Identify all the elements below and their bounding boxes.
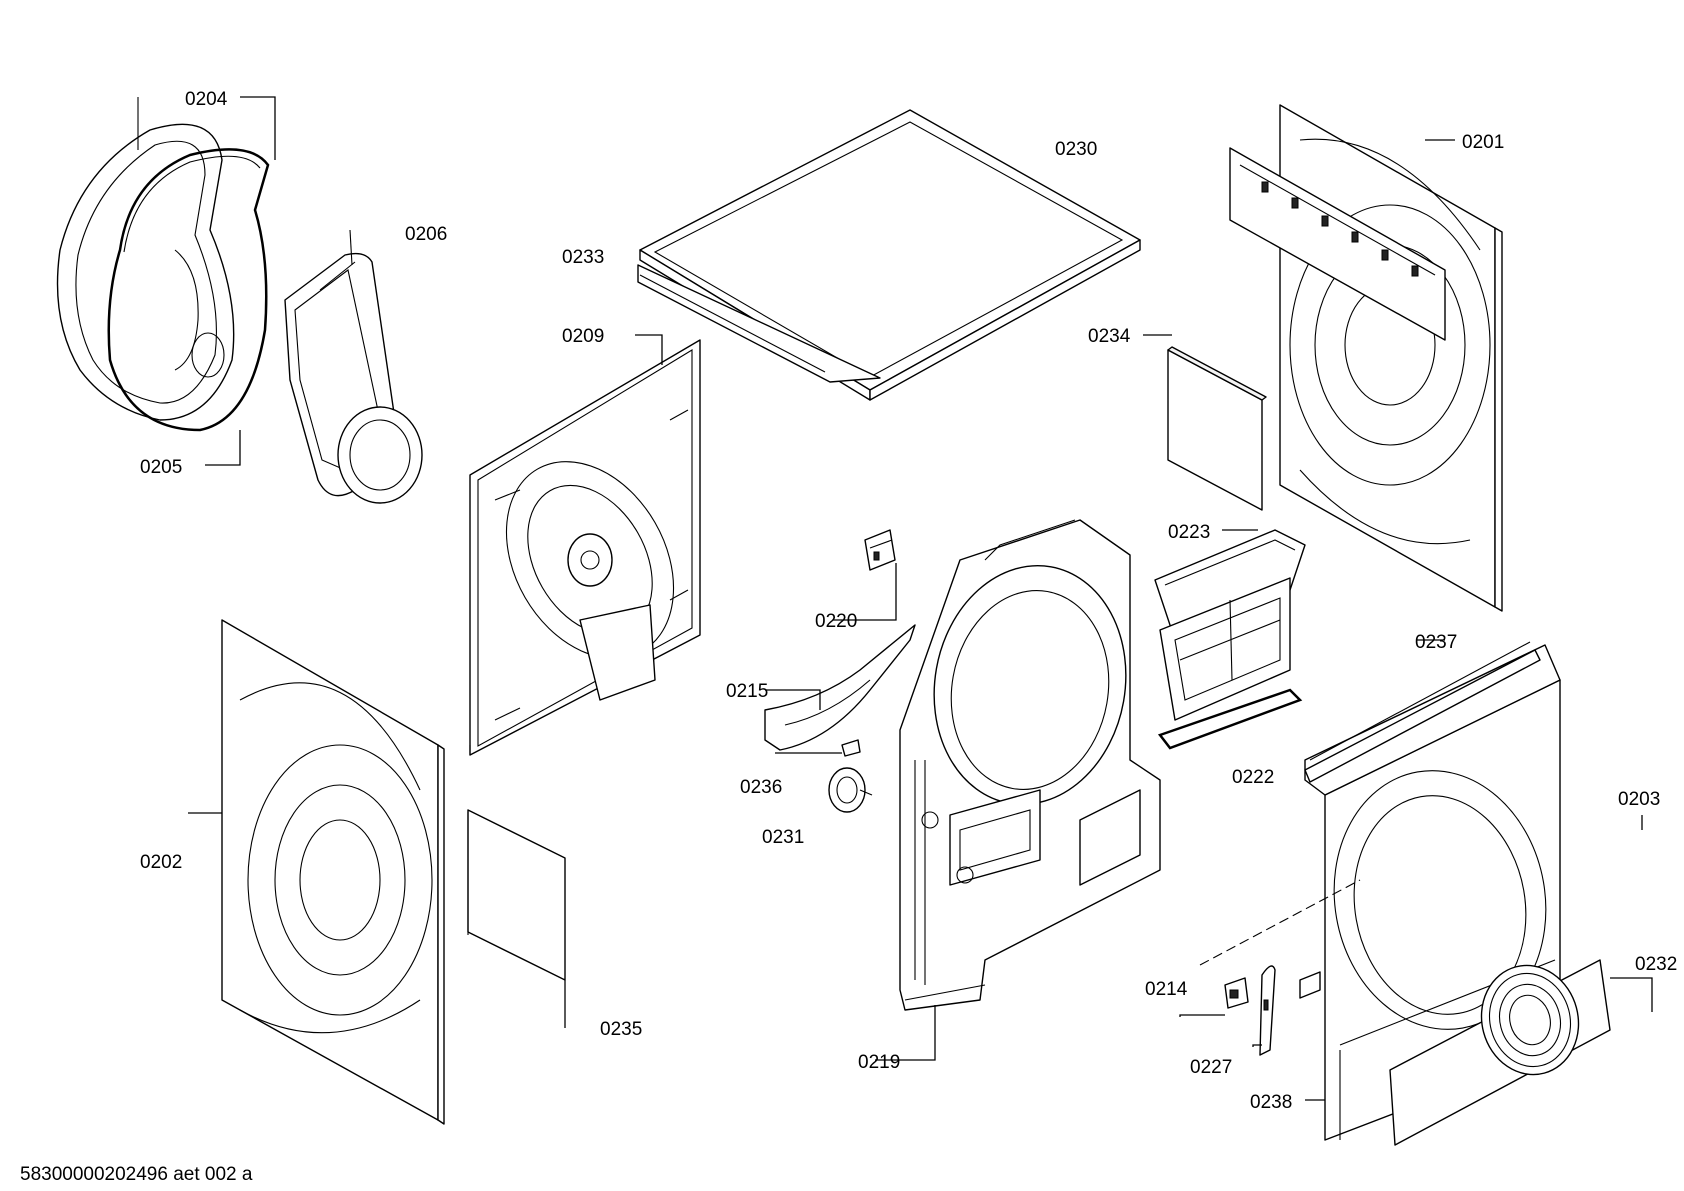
label-0237: 0237	[1415, 632, 1457, 653]
part-0215-door-lever	[764, 624, 916, 751]
part-labels: 0201 0202 0203 0204 0205 0206 0209 0214 …	[140, 89, 1677, 1113]
label-0238: 0238	[1250, 1092, 1292, 1113]
label-0201: 0201	[1462, 132, 1504, 153]
part-0232-grille-cover	[1389, 959, 1611, 1146]
part-0237-top-rail	[1304, 641, 1541, 783]
label-0206: 0206	[405, 224, 447, 245]
label-0209: 0209	[562, 326, 604, 347]
label-0230: 0230	[1055, 139, 1097, 160]
part-0202-side-panel-left	[221, 619, 445, 1125]
part-0205-gasket	[107, 148, 270, 432]
label-0235: 0235	[600, 1019, 642, 1040]
part-0201-side-panel-right	[1279, 104, 1503, 612]
part-0201-mounting-bracket	[1229, 147, 1446, 341]
label-0222: 0222	[1232, 767, 1274, 788]
part-0235-insulation-mat	[467, 809, 566, 981]
label-0227: 0227	[1190, 1057, 1232, 1078]
part-0236-pin	[841, 739, 861, 757]
part-0231-knob	[828, 767, 873, 813]
label-0215: 0215	[726, 681, 768, 702]
label-0204: 0204	[185, 89, 228, 110]
label-0214: 0214	[1145, 979, 1188, 1000]
label-0236: 0236	[740, 777, 782, 798]
part-0233-top-plate	[637, 264, 881, 383]
assembly-dashline	[1199, 879, 1361, 966]
part-0206-front-frame	[284, 229, 423, 504]
label-0220: 0220	[815, 611, 857, 632]
part-0209-rear-panel	[469, 339, 701, 756]
part-0234-insulation-panel	[1167, 346, 1267, 511]
label-0223: 0223	[1168, 522, 1210, 543]
leader-lines	[188, 96, 1653, 1101]
part-0222-filter-seal	[1157, 688, 1303, 750]
part-0214-door-catch	[1224, 977, 1249, 1009]
label-0233: 0233	[562, 247, 604, 268]
part-0220-switch	[864, 529, 896, 571]
part-0227-catch-plate	[1259, 965, 1276, 1056]
label-0234: 0234	[1088, 326, 1131, 347]
label-0203: 0203	[1618, 789, 1660, 810]
label-0205: 0205	[140, 457, 182, 478]
drawing-number: 58300000202496 aet 002 a	[20, 1164, 253, 1185]
label-0219: 0219	[858, 1052, 900, 1073]
label-0232: 0232	[1635, 954, 1677, 975]
part-0223-fluff-filter	[1154, 529, 1306, 721]
part-0219-chassis	[899, 519, 1161, 1011]
part-0204-door-seal-frame	[56, 97, 235, 421]
label-0202: 0202	[140, 852, 182, 873]
label-0231: 0231	[762, 827, 804, 848]
